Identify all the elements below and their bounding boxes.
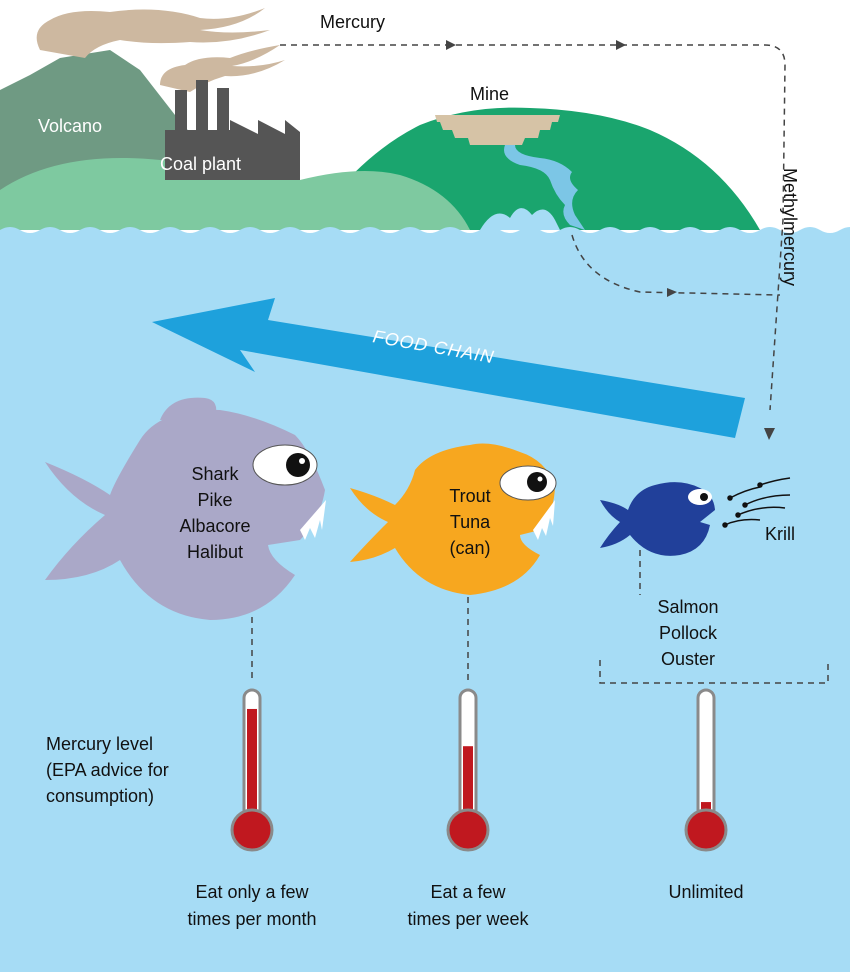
mercury-label: Mercury <box>320 12 385 32</box>
svg-text:Eat a few: Eat a few <box>430 882 506 902</box>
fish-name: Shark <box>191 464 239 484</box>
fish-name: Albacore <box>179 516 250 536</box>
fish-name: Ouster <box>661 649 715 669</box>
advice-3: Unlimited <box>668 882 743 902</box>
mine-label: Mine <box>470 84 509 104</box>
fish-name: Pike <box>197 490 232 510</box>
mercury-level-label: Mercury level (EPA advice for consumptio… <box>46 734 169 806</box>
methylmercury-label: Methylmercury <box>780 168 800 286</box>
small-fish-names: Salmon Pollock Ouster <box>657 597 718 669</box>
fish-name: Tuna <box>450 512 491 532</box>
svg-text:Eat only a few: Eat only a few <box>195 882 309 902</box>
svg-text:Unlimited: Unlimited <box>668 882 743 902</box>
svg-text:times per week: times per week <box>407 909 529 929</box>
medium-fish-names: Trout Tuna (can) <box>449 486 491 558</box>
coal-plant-label: Coal plant <box>160 154 241 174</box>
fish-name: Salmon <box>657 597 718 617</box>
thermometer-level <box>247 709 257 826</box>
fish-name: (can) <box>449 538 490 558</box>
krill-label: Krill <box>765 524 795 544</box>
svg-text:consumption): consumption) <box>46 786 154 806</box>
svg-text:Mercury level: Mercury level <box>46 734 153 754</box>
fish-name: Halibut <box>187 542 243 562</box>
svg-text:times per month: times per month <box>187 909 316 929</box>
svg-text:(EPA advice for: (EPA advice for <box>46 760 169 780</box>
volcano-label: Volcano <box>38 116 102 136</box>
fish-name: Pollock <box>659 623 718 643</box>
fish-name: Trout <box>449 486 490 506</box>
